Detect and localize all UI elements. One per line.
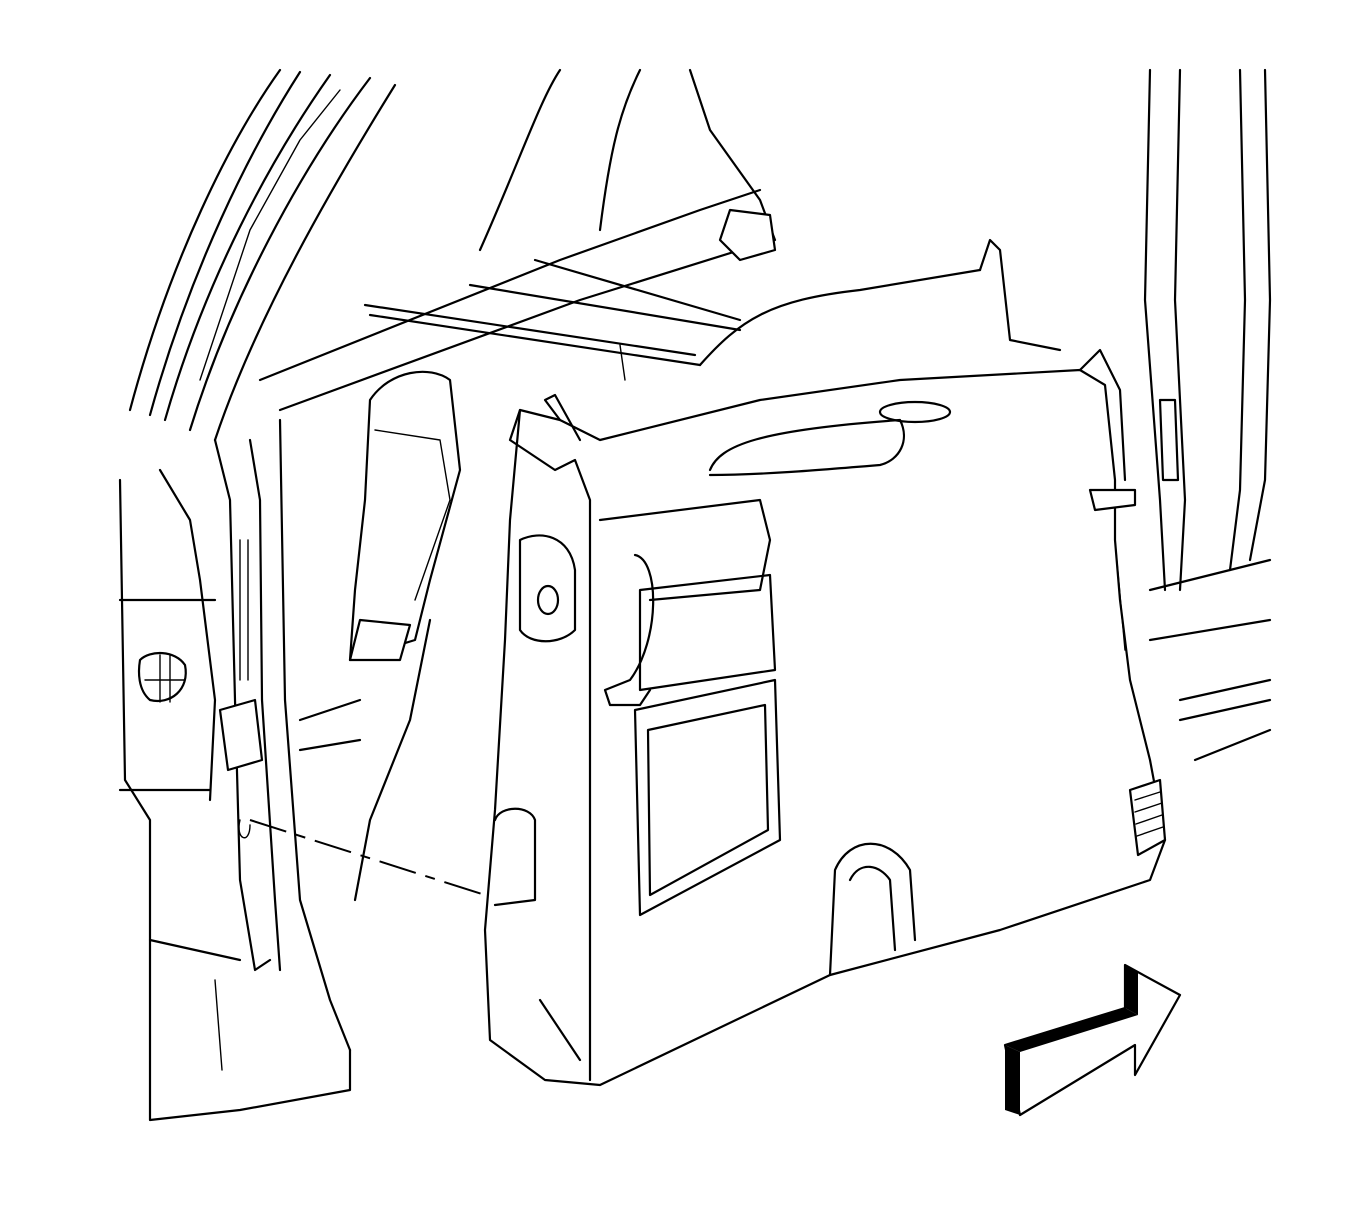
front-direction-arrow-icon <box>1003 963 1182 1117</box>
left-pillar <box>118 418 352 1122</box>
alignment-line <box>249 819 486 896</box>
roof-structure <box>128 68 982 442</box>
rear-body-structure <box>1143 68 1272 762</box>
inner-pillar-trim <box>298 370 462 902</box>
quarter-trim-panel <box>483 238 1167 1087</box>
